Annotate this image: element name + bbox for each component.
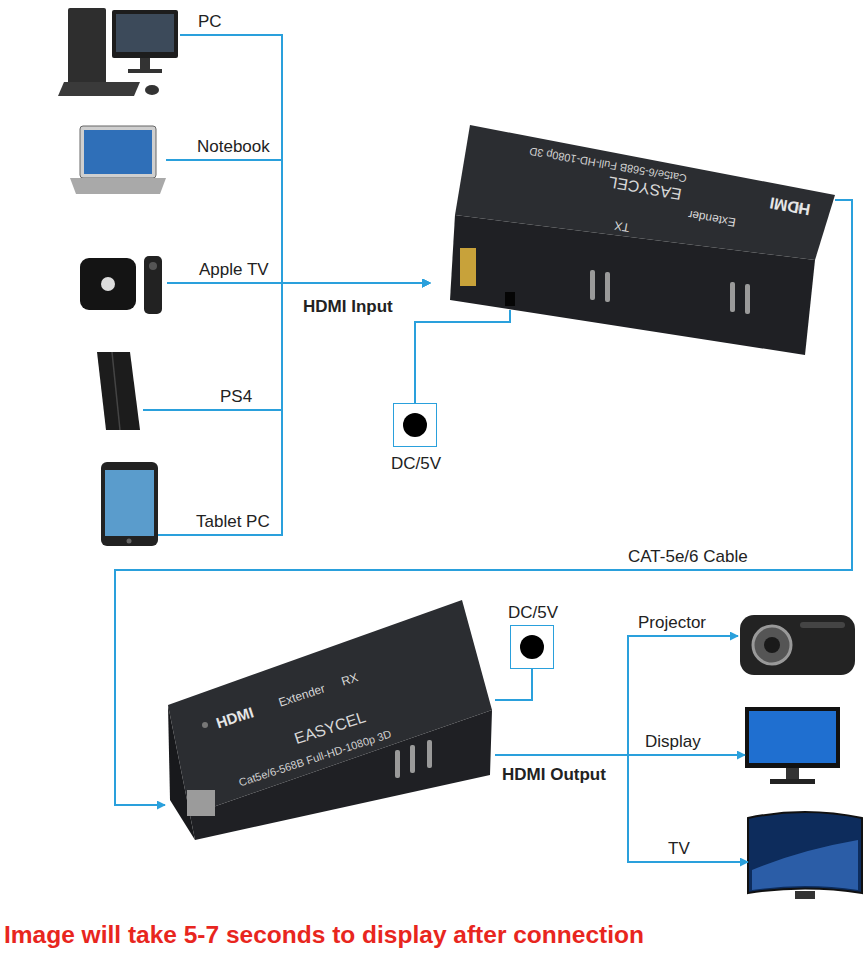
remote-button (149, 262, 157, 270)
connector-line (495, 669, 532, 700)
vent-slot (427, 740, 432, 768)
ps4-body (97, 352, 140, 430)
vent-slot (605, 272, 610, 302)
vent-slot (395, 750, 400, 778)
device-label: Projector (638, 614, 706, 633)
connector-line (495, 636, 738, 755)
connector-line (415, 310, 510, 403)
pc-monitor (112, 10, 178, 58)
device-label: Display (645, 733, 701, 752)
connector-line (166, 160, 430, 283)
pc-base (128, 69, 162, 73)
device-side-face (168, 705, 195, 840)
pc-mouse (145, 85, 159, 95)
vent-slot (730, 282, 735, 312)
display-screen (749, 711, 836, 763)
device-label: Apple TV (199, 261, 269, 280)
notebook-lid (80, 126, 156, 178)
rj45-port (187, 790, 215, 816)
extender-unit: HDMIExtenderTXEASYCELCat5e/6-568B Full-H… (430, 120, 835, 310)
apple-tv-remote (144, 256, 162, 314)
unit-outline (430, 120, 835, 310)
screw (202, 722, 208, 728)
vent-slot (410, 745, 415, 773)
dc-jack (403, 413, 427, 437)
connector-line (167, 282, 430, 284)
tv-screen (748, 812, 862, 893)
device-label: PC (198, 13, 222, 32)
display-stand (786, 768, 799, 779)
ps4-icon (97, 352, 140, 430)
device-label: Tablet PC (196, 513, 270, 532)
device-node: TV (748, 815, 863, 903)
device-label: TV (668, 840, 690, 859)
tv-stand (795, 891, 815, 899)
power-label: DC/5V (391, 455, 441, 474)
tablet-icon (101, 462, 158, 546)
dc-jack (520, 635, 544, 659)
apple-tv-logo (101, 277, 115, 291)
device-node: PS4 (95, 350, 143, 432)
projector-lens-core (764, 637, 780, 653)
tablet-body (101, 462, 158, 546)
connector-label: CAT-5e/6 Cable (628, 547, 748, 567)
projector-body (740, 615, 855, 675)
device-node: Apple TV (80, 255, 167, 312)
projector-icon (740, 615, 855, 675)
pc-icon (58, 8, 178, 96)
hdmi-port (460, 248, 476, 286)
display-frame (745, 707, 840, 768)
notebook-screen (84, 130, 152, 174)
device-node: Notebook (70, 125, 166, 197)
apple-tv-icon (80, 256, 162, 314)
pc-tower (68, 8, 106, 84)
unit-marking: TX (613, 218, 630, 234)
ps4-groove (112, 352, 120, 430)
vent-slot (590, 270, 595, 300)
connector-line (495, 754, 745, 756)
display-icon (745, 707, 840, 784)
device-node: Tablet PC (100, 462, 158, 546)
pc-keyboard (58, 82, 140, 96)
notebook-base (70, 178, 166, 194)
power-label: DC/5V (508, 604, 558, 623)
caption-note: Image will take 5-7 seconds to display a… (0, 921, 868, 949)
projector-lens (753, 626, 791, 664)
connector-line (143, 283, 430, 410)
projector-vent (800, 622, 845, 628)
tv-icon (748, 812, 862, 899)
pc-stand (140, 58, 150, 70)
device-front-face (450, 215, 815, 355)
display-base (770, 779, 815, 784)
device-node: PC (60, 0, 180, 100)
device-node: Display (745, 705, 842, 787)
power-port-box: DC/5V (393, 403, 437, 447)
vent-slot (745, 284, 750, 314)
apple-tv-box (80, 258, 136, 310)
power-port-box: DC/5V (510, 625, 554, 669)
connector-line (115, 200, 852, 805)
tablet-screen (105, 470, 154, 536)
extender-unit: HDMIExtenderRXEASYCELCat5e/6-568B Full-H… (165, 600, 495, 830)
device-label: PS4 (220, 388, 252, 407)
pc-screen (116, 14, 174, 52)
connector-label: HDMI Output (502, 765, 606, 785)
device-node: Projector (738, 600, 860, 688)
device-label: Notebook (197, 138, 270, 157)
connector-line (158, 283, 430, 535)
connector-label: HDMI Input (303, 297, 393, 317)
tv-glow (752, 840, 858, 890)
connector-line (180, 35, 430, 283)
dc-port (505, 292, 515, 306)
notebook-icon (70, 126, 166, 194)
connector-line (495, 755, 748, 862)
tablet-button (127, 539, 132, 544)
